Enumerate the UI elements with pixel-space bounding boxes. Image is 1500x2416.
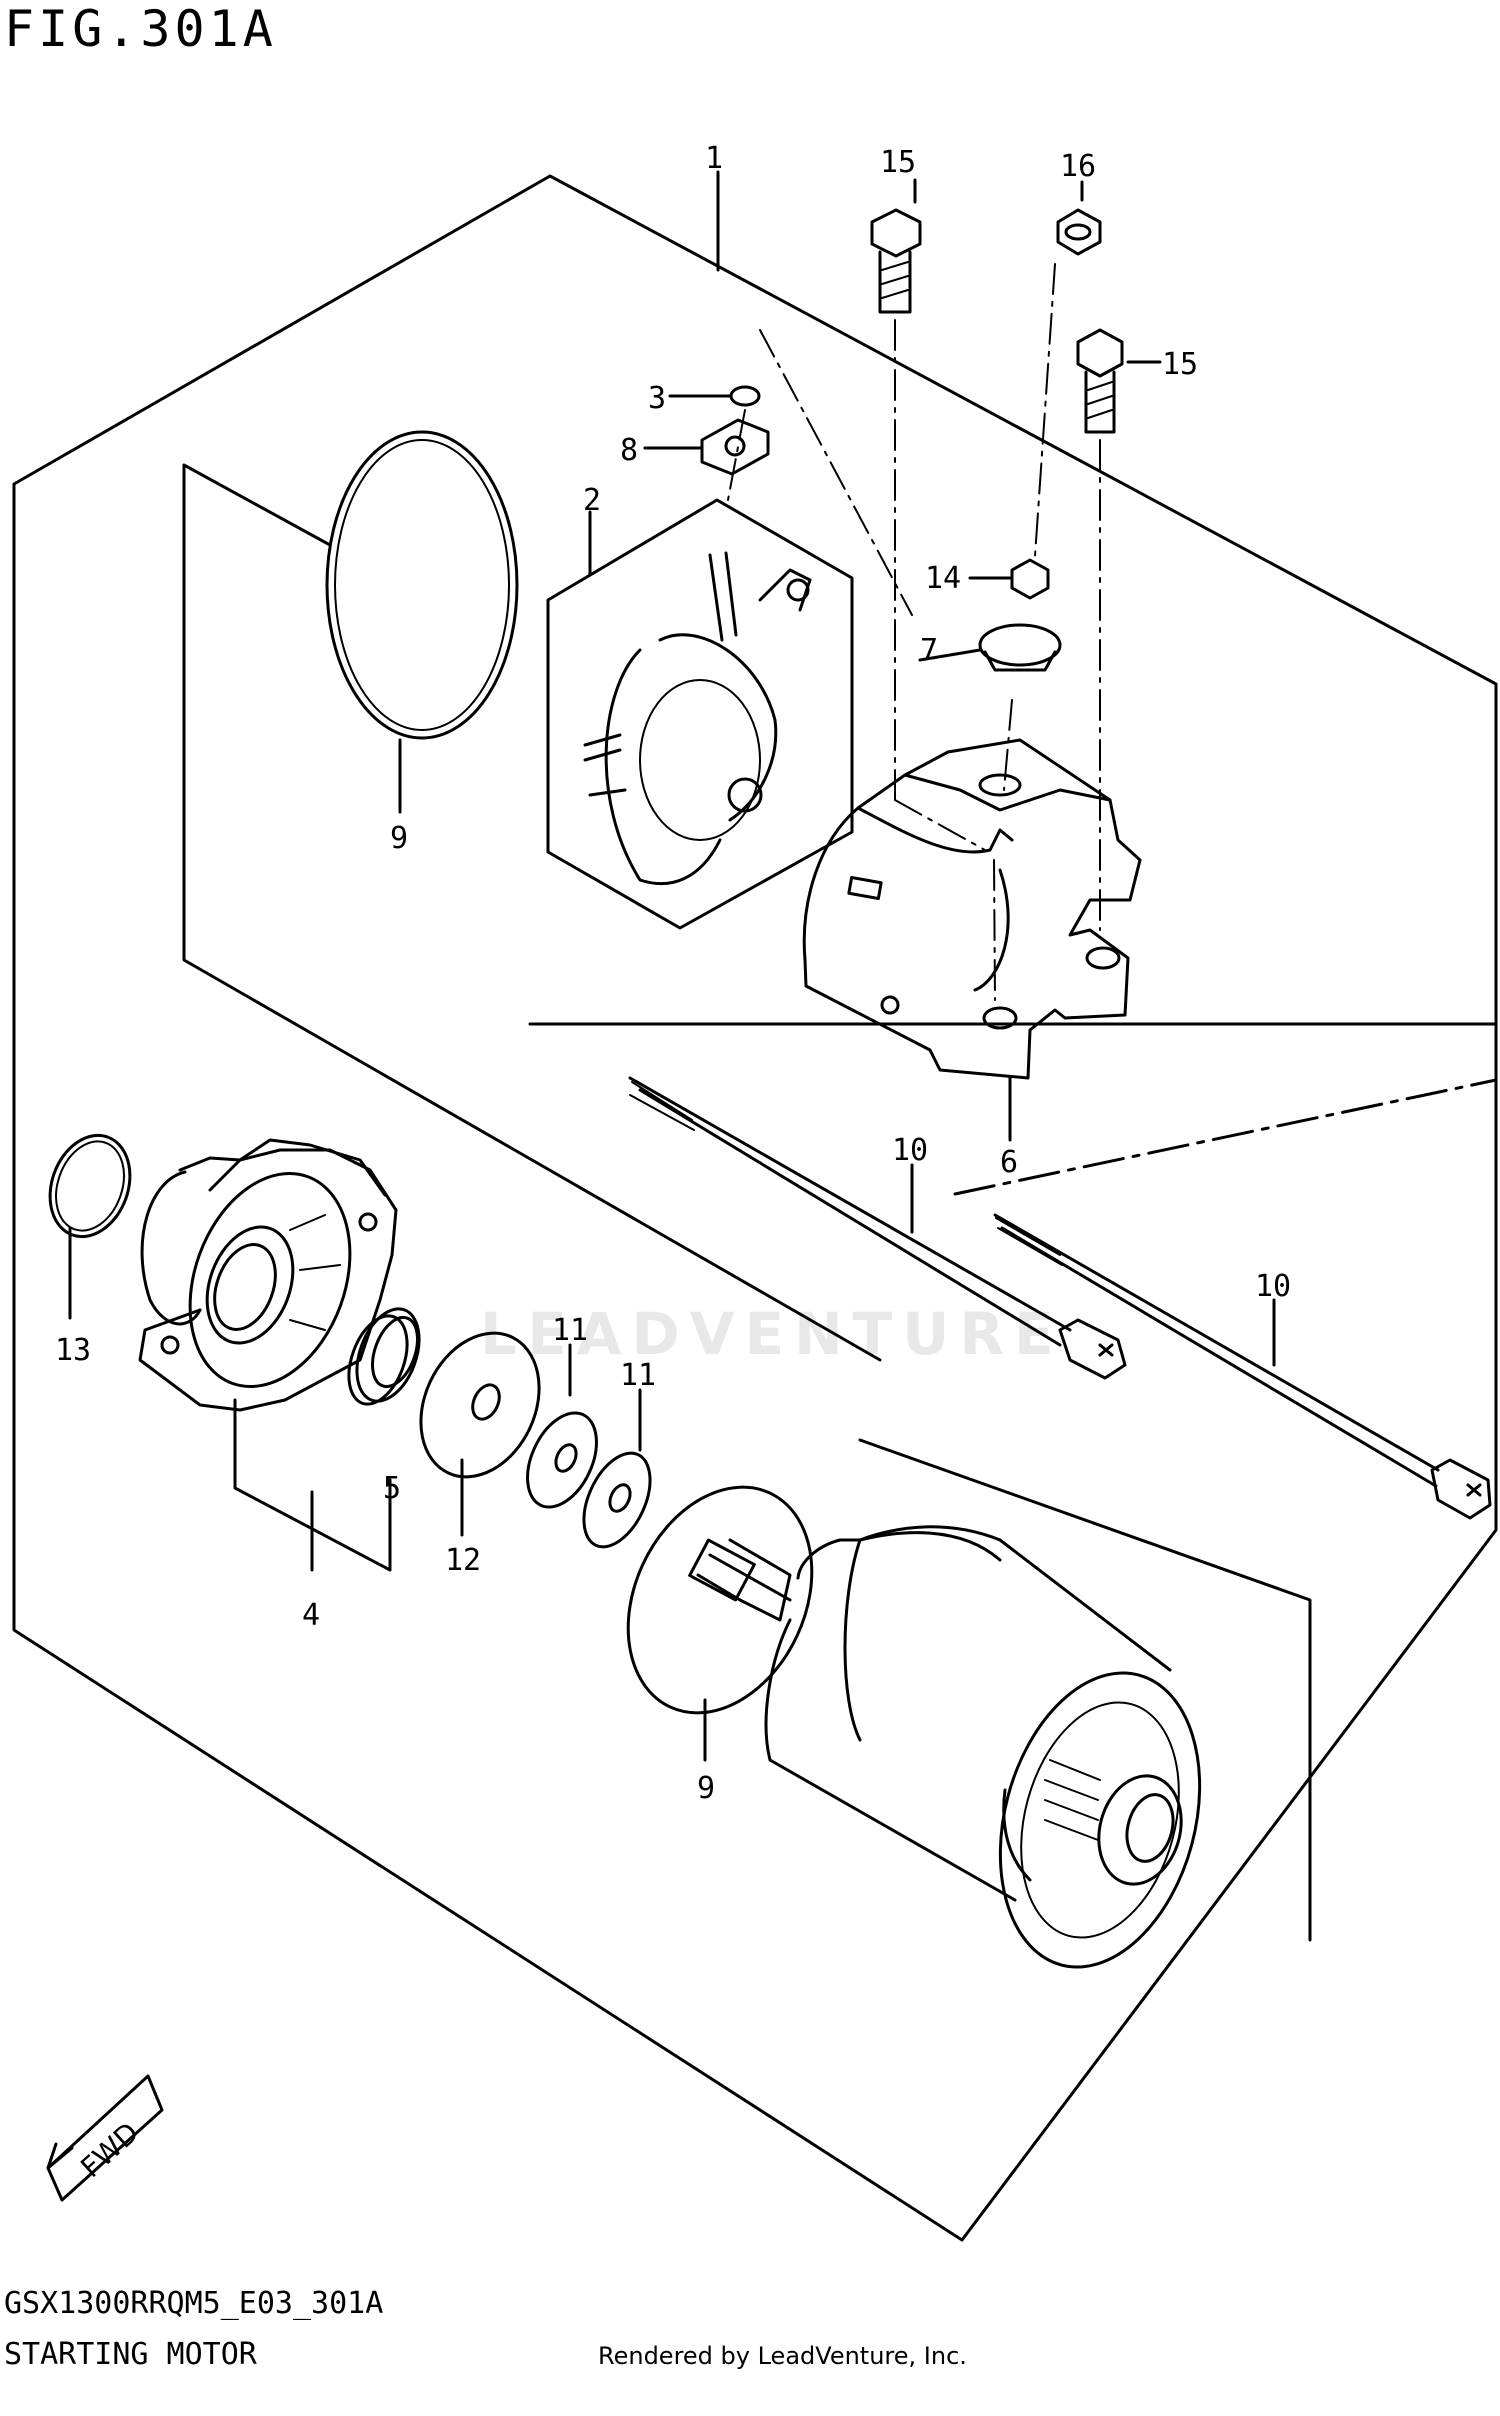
callout-9-lower: 9	[697, 1771, 715, 1806]
o-ring-13	[48, 1133, 132, 1239]
bolt-15-upper	[870, 208, 922, 314]
figure-title: FIG.301A	[4, 0, 277, 58]
callout-labels: 1 2 3 4 5 6 7 8 9 9 10 10 11 11 12 13 14…	[55, 141, 1291, 1806]
callout-14: 14	[925, 561, 961, 596]
motor-body	[688, 1525, 1202, 1969]
through-bolt-upper	[628, 1076, 1127, 1380]
small-o-ring	[729, 385, 761, 407]
callout-8: 8	[620, 433, 638, 468]
callout-15-right: 15	[1162, 347, 1198, 382]
washer-11b	[582, 1451, 652, 1549]
leader-lines	[68, 170, 1276, 1762]
washer-12	[419, 1331, 541, 1479]
through-bolt-lower	[993, 1213, 1492, 1520]
callout-3: 3	[648, 381, 666, 416]
cap-washer	[978, 623, 1062, 672]
callout-6: 6	[1000, 1145, 1018, 1180]
callout-2: 2	[583, 483, 601, 518]
brush-holder-frame	[546, 498, 854, 930]
center-lines	[727, 263, 1101, 1001]
bracket-motor	[858, 1438, 1312, 1942]
callout-10-upper: 10	[892, 1133, 928, 1168]
callout-1: 1	[705, 141, 723, 176]
callout-13: 13	[55, 1333, 91, 1368]
callout-15-upper: 15	[880, 145, 916, 180]
brush-holder	[583, 551, 812, 886]
render-credit: Rendered by LeadVenture, Inc.	[598, 2342, 967, 2370]
o-ring-upper	[325, 430, 519, 740]
callout-12: 12	[445, 1543, 481, 1578]
fwd-arrow: FWD	[46, 2074, 164, 2202]
diagram-name: STARTING MOTOR	[4, 2337, 257, 2372]
callout-4: 4	[302, 1598, 320, 1633]
washer-11a	[526, 1411, 598, 1509]
nut-14	[1010, 558, 1050, 600]
o-ring-lower	[626, 1485, 814, 1715]
terminal-plate	[700, 418, 770, 476]
assembly-boundary	[12, 174, 1498, 2242]
callout-5: 5	[383, 1471, 401, 1506]
callout-11-lower: 11	[620, 1358, 656, 1393]
oil-seal	[347, 1307, 421, 1406]
callout-11-upper: 11	[552, 1313, 588, 1348]
callout-10-lower: 10	[1255, 1269, 1291, 1304]
bracket-left	[182, 463, 882, 1362]
model-code: GSX1300RRQM5_E03_301A	[4, 2286, 384, 2321]
end-cover	[802, 738, 1142, 1080]
nut-16	[1056, 208, 1102, 256]
bolt-15-right	[1076, 328, 1124, 434]
bracket-right	[953, 1078, 1498, 1196]
callout-7: 7	[920, 633, 938, 668]
callout-9-upper: 9	[390, 821, 408, 856]
front-housing	[138, 1138, 398, 1412]
callout-16: 16	[1060, 149, 1096, 184]
watermark: LEADVENTURE	[480, 1300, 1064, 1368]
